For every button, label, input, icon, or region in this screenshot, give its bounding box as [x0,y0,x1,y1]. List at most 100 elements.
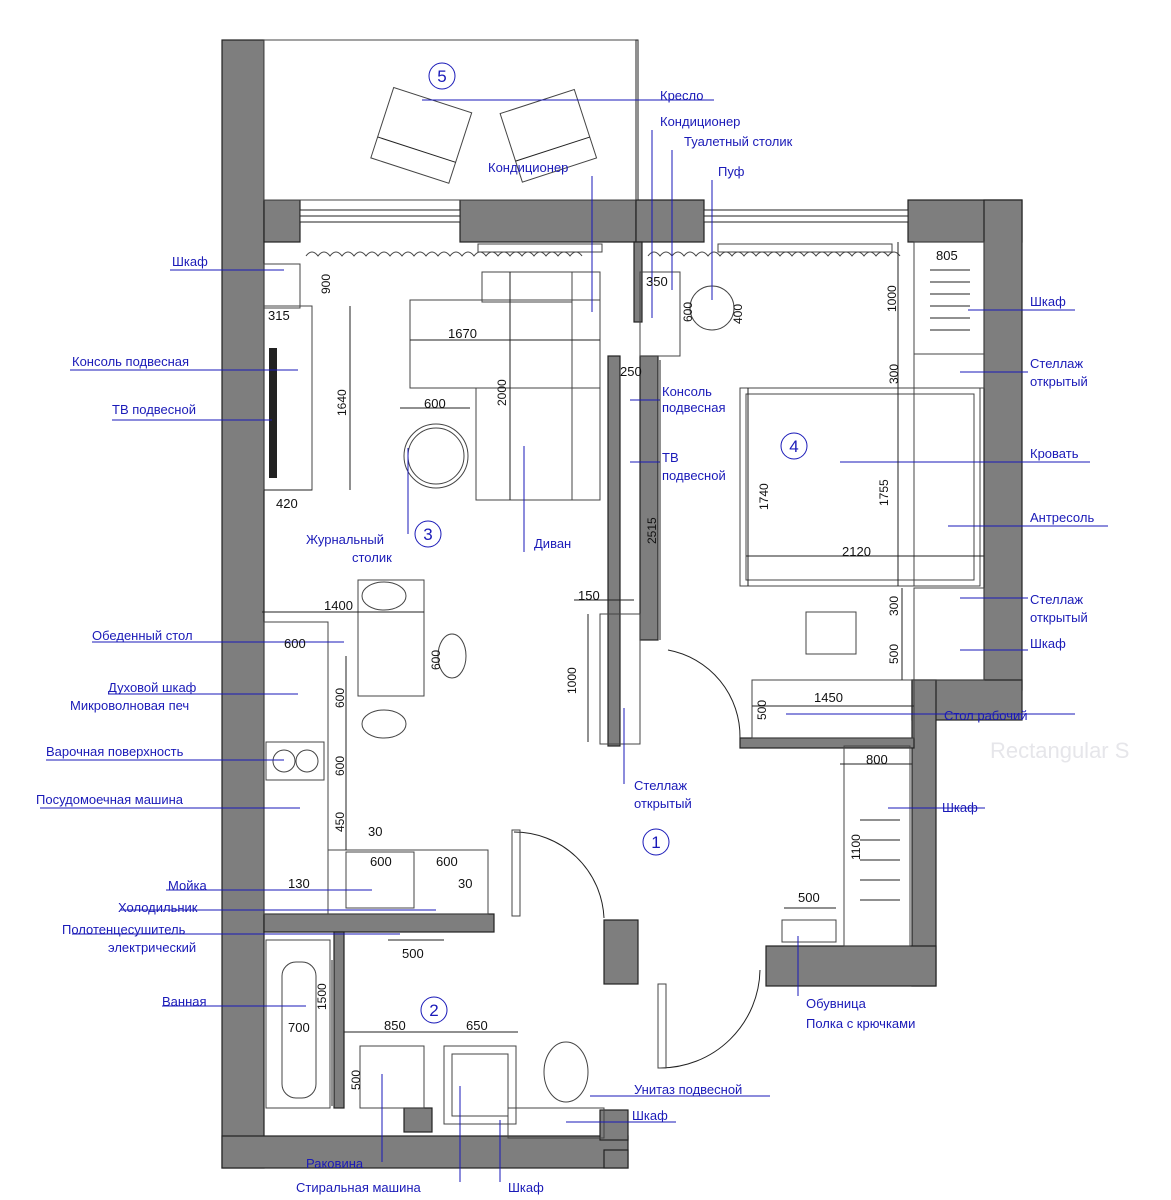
room-number-2: 2 [429,1001,438,1020]
label-holodilnik: Холодильник [118,900,198,915]
dimension-text: 900 315 1670 1640 2000 600 420 350 600 4… [268,248,958,1090]
label-kreslo: Кресло [660,88,704,103]
dim-700: 700 [288,1020,310,1035]
dim-1670: 1670 [448,326,477,341]
dim-2515: 2515 [645,517,659,544]
label-posudomoechnaya: Посудомоечная машина [36,792,184,807]
labels: Кресло Кондиционер Туалетный столик Конд… [36,88,1094,1195]
label-kondicioner-2: Кондиционер [488,160,568,175]
dim-500b: 500 [755,700,769,720]
dim-500d: 500 [402,946,424,961]
label-polotence-2: электрический [108,940,196,955]
dim-500a: 500 [887,644,901,664]
label-duhovoy: Духовой шкаф [108,680,197,695]
label-puf: Пуф [718,164,745,179]
label-moyka: Мойка [168,878,207,893]
leader-lines [40,99,1108,1182]
label-polka: Полка с крючками [806,1016,915,1031]
label-unitaz: Унитаз подвесной [634,1082,742,1097]
dim-650: 650 [466,1018,488,1033]
label-tv-mid-2: подвесной [662,468,726,483]
dim-600e: 600 [333,688,347,708]
dim-1100: 1100 [849,834,863,860]
ac-unit-right [717,243,893,253]
dim-1000a: 1000 [885,285,899,312]
dim-30b: 30 [458,876,472,891]
dimension-lines [262,242,984,1106]
label-shkaf-r2: Шкаф [1030,636,1066,651]
room-number-5: 5 [437,67,446,86]
dim-150: 150 [578,588,600,603]
label-divan: Диван [534,536,571,551]
label-stellazh-3: Стеллаж [634,778,687,793]
label-kondicioner-1: Кондиционер [660,114,740,129]
label-tv-left: ТВ подвесной [112,402,196,417]
dim-900: 900 [319,274,333,294]
label-konsol-mid-1: Консоль [662,384,712,399]
curtain-left [305,251,583,257]
dim-250: 250 [620,364,642,379]
dim-805: 805 [936,248,958,263]
dim-400: 400 [731,304,745,324]
dim-350: 350 [646,274,668,289]
dim-600a: 600 [424,396,446,411]
dim-600d: 600 [429,650,443,670]
dim-1640: 1640 [335,389,349,416]
dim-600h: 600 [436,854,458,869]
dim-1400: 1400 [324,598,353,613]
dim-1000b: 1000 [565,667,579,694]
watermark: Rectangular S [990,738,1129,763]
furniture [263,86,985,1139]
dim-1740: 1740 [757,483,771,510]
label-shkaf-bottom: Шкаф [508,1180,544,1195]
dim-450: 450 [333,812,347,832]
label-shkaf-r3: Шкаф [942,800,978,815]
label-konsol-left: Консоль подвесная [72,354,189,369]
dim-300a: 300 [887,364,901,384]
dim-1755: 1755 [877,479,891,506]
room-number-1: 1 [651,833,660,852]
label-antresol: Антресоль [1030,510,1094,525]
dim-2000: 2000 [495,379,509,406]
room-number-3: 3 [423,525,432,544]
label-shkaf-bath: Шкаф [632,1108,668,1123]
dim-500e: 500 [349,1070,363,1090]
label-shkaf-tr: Шкаф [1030,294,1066,309]
label-rakovina: Раковина [306,1156,364,1171]
dim-130: 130 [288,876,310,891]
dim-30a: 30 [368,824,382,839]
windows [299,209,909,223]
label-vannaya: Ванная [162,994,207,1009]
label-obedenny: Обеденный стол [92,628,193,643]
label-otkryty-2: открытый [1030,610,1088,625]
label-polotence-1: Полотенцесушитель [62,922,186,937]
dim-420: 420 [276,496,298,511]
dim-600f: 600 [333,756,347,776]
label-tualetny-stolik: Туалетный столик [684,134,793,149]
dim-1450: 1450 [814,690,843,705]
dim-600c: 600 [284,636,306,651]
room-number-4: 4 [789,437,798,456]
dim-2120: 2120 [842,544,871,559]
label-otkryty-3: открытый [634,796,692,811]
curtain-right [647,251,901,257]
label-otkryty-1: открытый [1030,374,1088,389]
dim-1500: 1500 [315,983,329,1010]
dim-500c: 500 [798,890,820,905]
dim-600b: 600 [681,302,695,322]
label-konsol-mid-2: подвесная [662,400,726,415]
label-tv-mid-1: ТВ [662,450,679,465]
dim-300b: 300 [887,596,901,616]
label-obuvnica: Обувница [806,996,867,1011]
label-mikrovolnovaya: Микроволновая печ [70,698,189,713]
room-numbers: 5 3 4 1 2 [414,62,808,1024]
label-stellazh-2: Стеллаж [1030,592,1083,607]
label-zhurnalny-2: столик [352,550,392,565]
label-krovat: Кровать [1030,446,1079,461]
label-stol-rabochiy: Стол рабочий [944,708,1027,723]
label-stellazh-1: Стеллаж [1030,356,1083,371]
label-zhurnalny-1: Журнальный [306,532,384,547]
dim-850: 850 [384,1018,406,1033]
dim-600g: 600 [370,854,392,869]
